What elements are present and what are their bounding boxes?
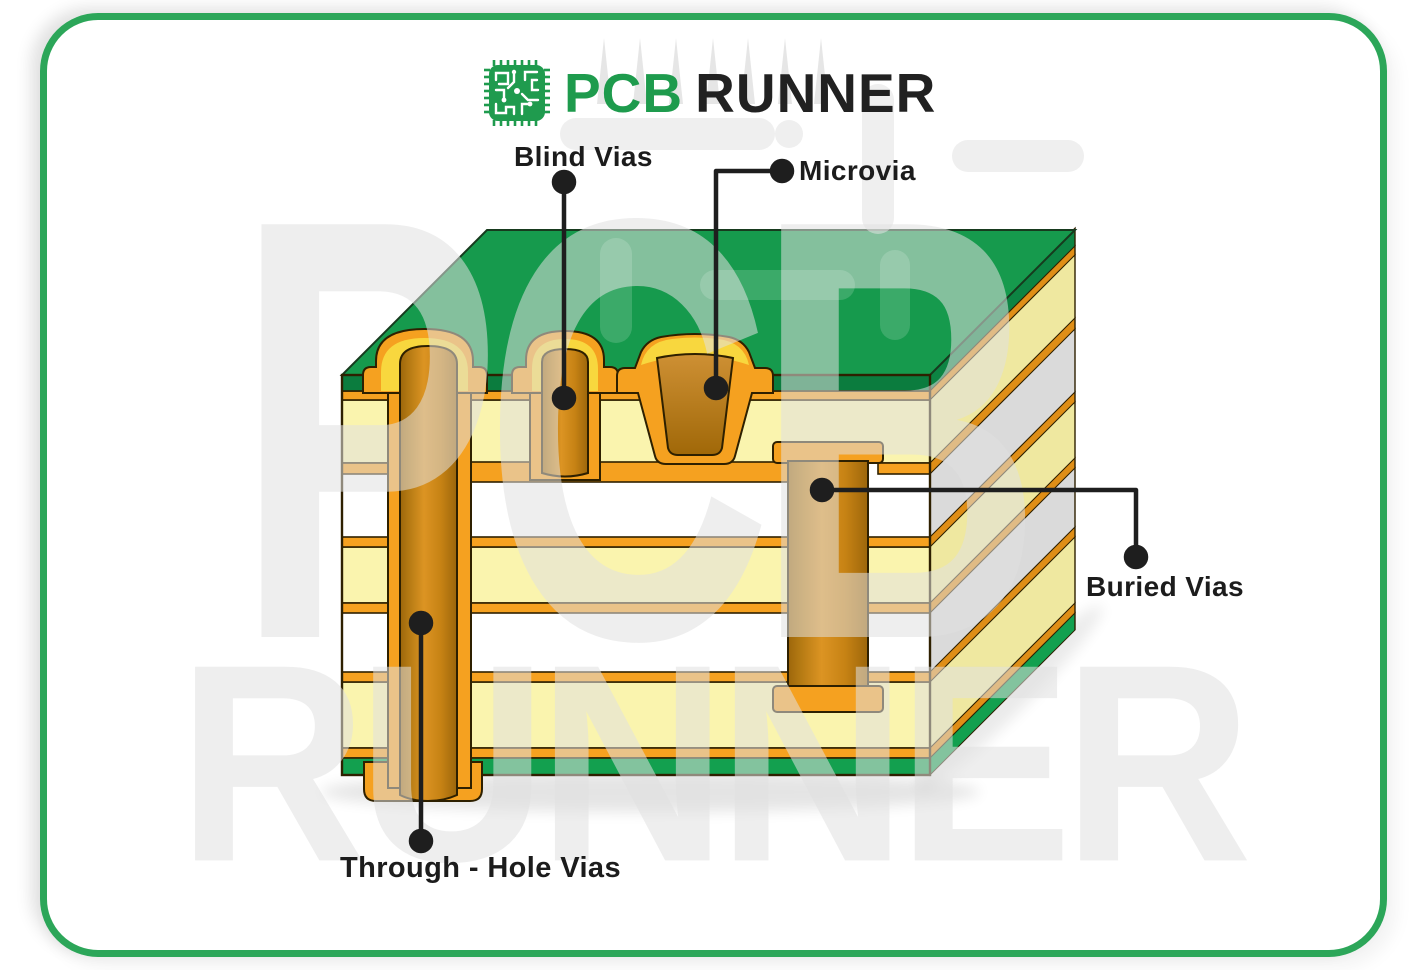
blind-via xyxy=(511,329,619,481)
label-through-hole-vias: Through - Hole Vias xyxy=(340,852,621,884)
micro-leader-dot-via xyxy=(703,375,729,401)
rounded-green-border xyxy=(40,13,1387,957)
through-hole-via xyxy=(362,327,488,803)
logo-text-runner: RUNNER xyxy=(695,62,937,124)
label-microvia: Microvia xyxy=(799,155,916,186)
blind-leader-dot-top xyxy=(551,169,577,195)
logo-text-pcb: PCB xyxy=(564,62,684,124)
board-shadow-right xyxy=(917,605,1103,791)
board-shadow xyxy=(320,772,980,812)
blind-via-barrel xyxy=(541,347,589,478)
blind-leader-dot-bottom xyxy=(551,385,577,411)
label-buried-vias: Buried Vias xyxy=(1086,571,1244,602)
label-blind-vias: Blind Vias xyxy=(514,141,653,172)
micro-leader-line xyxy=(713,168,785,391)
through-leader-dot-bottom xyxy=(408,828,434,854)
buried-via-bottom-pad xyxy=(772,685,884,713)
micro-leader-dot-label xyxy=(769,158,795,184)
buried-via xyxy=(772,441,884,713)
buried-leader-dot-via xyxy=(809,477,835,503)
board-side-face xyxy=(929,226,1076,777)
chip-icon xyxy=(484,60,550,126)
buried-leader-dot-label xyxy=(1123,544,1149,570)
through-leader-dot-top xyxy=(408,610,434,636)
buried-leader-line xyxy=(819,487,1139,560)
